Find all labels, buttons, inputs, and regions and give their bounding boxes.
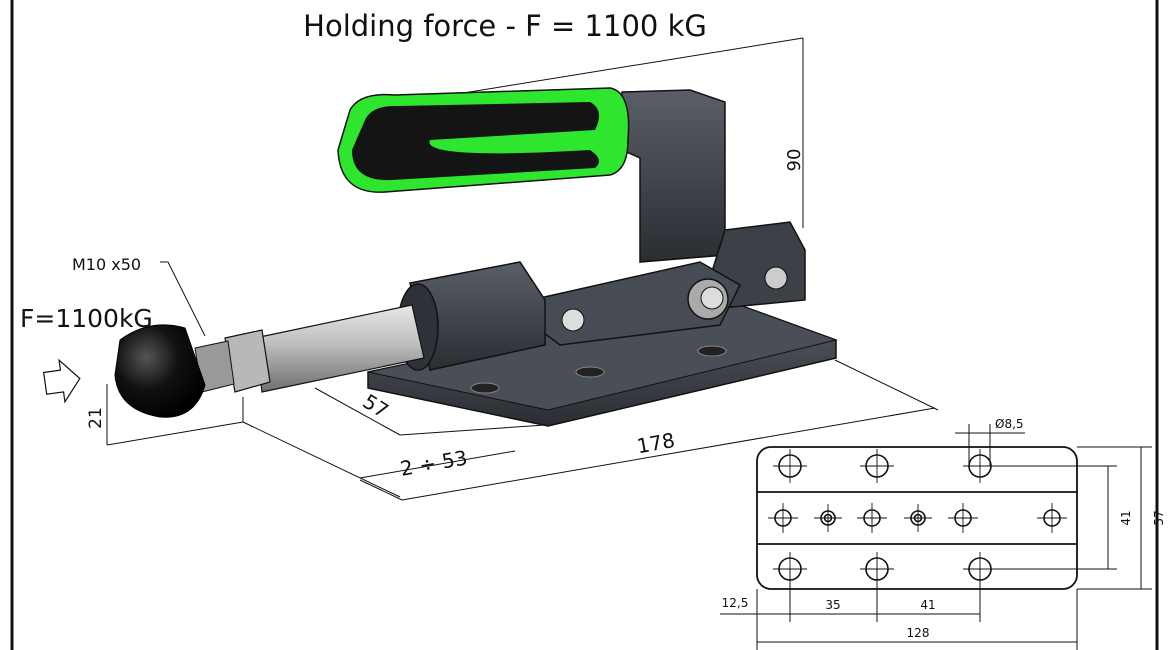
dim-stroke: 2 ÷ 53 <box>398 445 469 480</box>
rubber-tip <box>114 324 206 418</box>
handle-grip <box>337 87 630 193</box>
title: Holding force - F = 1100 kG <box>303 9 707 43</box>
thread-label: M10 x50 <box>72 255 141 274</box>
lever-arm <box>539 89 806 346</box>
dim-spindle-height: 21 <box>86 407 106 429</box>
iso-dimensions <box>106 37 939 501</box>
force-arrow-icon <box>42 358 81 404</box>
plate-view <box>720 424 1152 650</box>
dim-base-width: 57 <box>359 389 393 423</box>
plate-dim-row-spacing: 41 <box>1119 510 1133 525</box>
plate-dim-spacing-1: 35 <box>825 598 840 612</box>
dim-height: 90 <box>784 149 805 172</box>
plate-dim-spacing-2: 41 <box>920 598 935 612</box>
plate-dim-width: 57 <box>1152 510 1166 525</box>
cylinder-body <box>397 261 546 371</box>
plate-dim-edge-offset: 12,5 <box>722 596 749 610</box>
plunger-rod <box>194 304 425 393</box>
plate-hole-diameter: Ø8,5 <box>995 417 1024 431</box>
force-label: F=1100kG <box>20 304 153 333</box>
plate-dim-length: 128 <box>907 626 930 640</box>
mounting-holes <box>768 449 1067 586</box>
